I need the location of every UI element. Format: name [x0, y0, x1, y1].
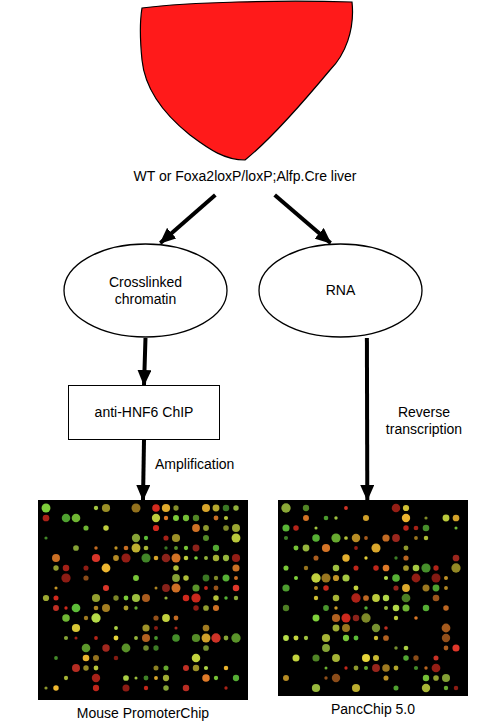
chip-label: Mouse PromoterChip [28, 705, 258, 722]
flow-arrow [160, 195, 215, 243]
box-text: anti-HNF6 ChIP [95, 404, 194, 421]
sample-label: WT or Foxa2loxP/loxP;Alfp.Cre liver [110, 168, 380, 185]
flow-arrow [144, 338, 146, 385]
microarray-image: Mouse PromoterChip [38, 500, 248, 724]
process-box: anti-HNF6 ChIP [68, 385, 220, 440]
process-ellipse: RNA [258, 243, 423, 338]
liver-shape [110, 0, 380, 168]
microarray-spots [278, 500, 468, 696]
ellipse-text: RNA [291, 282, 391, 299]
step-label: Amplification [155, 456, 265, 473]
microarray-spots [38, 500, 248, 700]
liver-illustration: WT or Foxa2loxP/loxP;Alfp.Cre liver [110, 0, 380, 195]
flow-arrow [365, 338, 369, 500]
step-label: Reverse transcription [374, 404, 474, 438]
flow-arrow [143, 440, 144, 500]
chip-label: PancChip 5.0 [268, 701, 478, 718]
process-ellipse: Crosslinked chromatin [63, 243, 228, 338]
microarray-image: PancChip 5.0 [278, 500, 468, 724]
ellipse-text: Crosslinked chromatin [96, 274, 196, 308]
flow-arrow [275, 195, 331, 243]
